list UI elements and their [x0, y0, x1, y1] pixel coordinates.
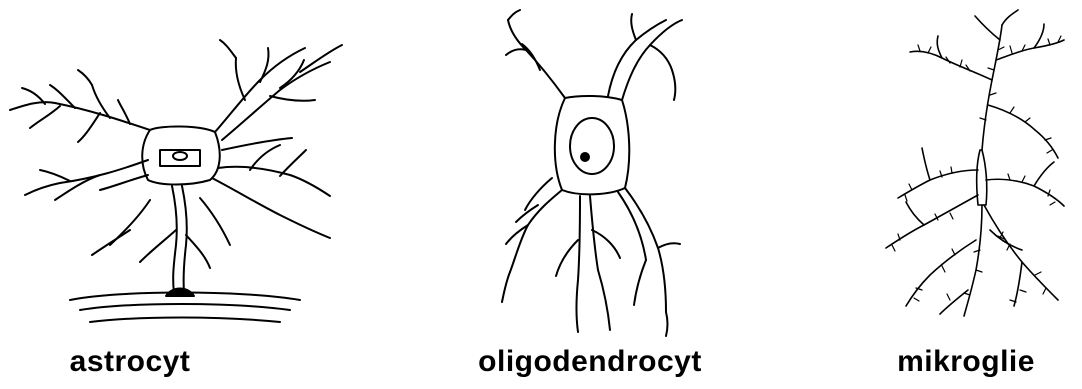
- oligodendrocyte-label: oligodendrocyt: [440, 340, 740, 384]
- astrocyte-soma-outline: [142, 126, 220, 184]
- microglia-label: mikroglie: [850, 340, 1082, 384]
- oligodendrocyte-drawing: [440, 0, 740, 340]
- oligodendrocyte-nucleus: [570, 118, 614, 174]
- astrocyte-drawing: [0, 0, 360, 340]
- oligodendrocyte-panel: oligodendrocyt: [440, 0, 740, 389]
- astrocyte-label: astrocyt: [0, 340, 260, 384]
- microglia-panel: mikroglie: [850, 0, 1082, 389]
- vessel-wall-mid: [80, 304, 290, 310]
- oligodendrocyte-soma-outline: [555, 96, 629, 194]
- astrocyte-panel: astrocyt: [0, 0, 360, 389]
- oligodendrocyte-nucleolus: [581, 153, 589, 161]
- vessel-wall-bottom: [90, 318, 280, 323]
- astrocyte-nucleolus: [173, 152, 187, 160]
- microglia-drawing: [850, 0, 1082, 340]
- microglia-soma-outline: [977, 150, 987, 205]
